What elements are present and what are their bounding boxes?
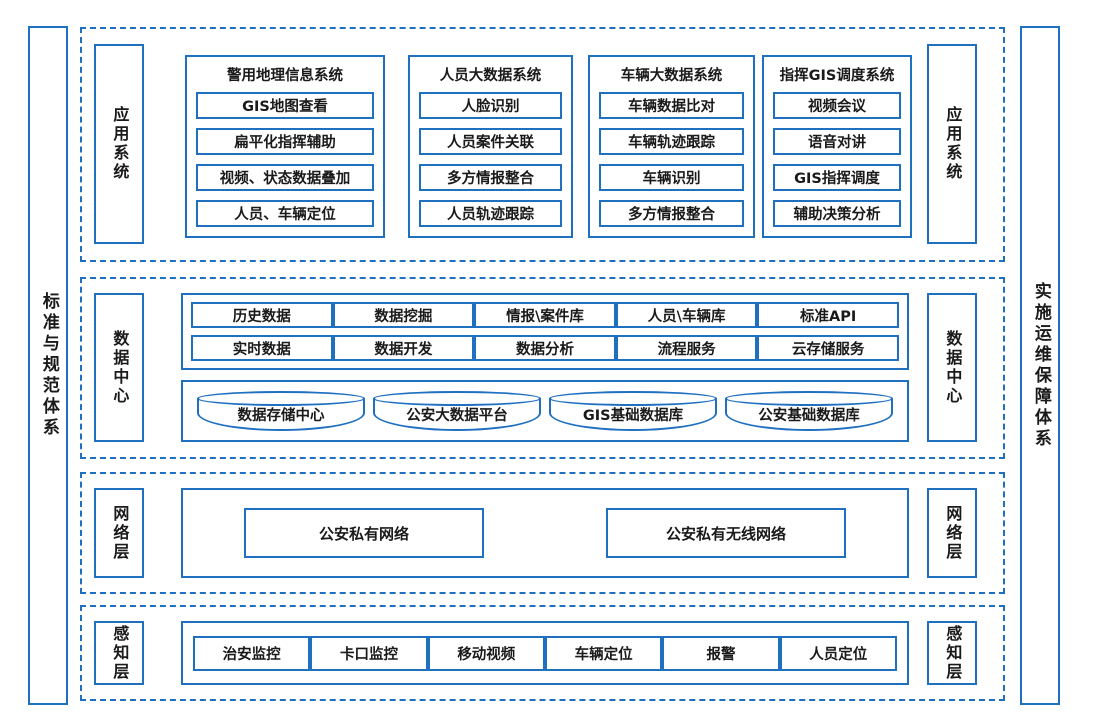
perception-item-checkpoint-monitoring[interactable]: 卡口监控 (310, 635, 428, 671)
perception-layer-right-label-text: 感知层 (943, 624, 963, 682)
left-pillar-standards-system: 标准与规范体系 (28, 26, 68, 705)
data-center-left-label: 数据中心 (94, 293, 144, 442)
app-group-title: 人员大数据系统 (439, 68, 542, 84)
dc-cell-history-data[interactable]: 历史数据 (191, 302, 333, 328)
perception-item-alarm[interactable]: 报警 (662, 635, 780, 671)
app-item-person-case-link[interactable]: 人员案件关联 (419, 128, 562, 155)
data-center-left-label-text: 数据中心 (110, 329, 130, 406)
dc-cell-realtime-data[interactable]: 实时数据 (191, 335, 333, 361)
app-group-police-gis: 警用地理信息系统 GIS地图查看 扁平化指挥辅助 视频、状态数据叠加 人员、车辆… (185, 55, 385, 238)
network-layer-left-label: 网络层 (94, 488, 144, 578)
app-item-gis-command-dispatch[interactable]: GIS指挥调度 (773, 164, 901, 191)
network-layer-right-label: 网络层 (927, 488, 977, 578)
app-item-vehicle-multiparty-intel[interactable]: 多方情报整合 (599, 200, 744, 227)
app-group-title: 警用地理信息系统 (227, 68, 343, 84)
data-center-database-panel: 数据存储中心 公安大数据平台 GIS基础数据库 公安基础数据库 (181, 380, 909, 442)
network-layer-left-label-text: 网络层 (110, 504, 130, 562)
data-center-right-label: 数据中心 (927, 293, 977, 442)
database-label: 公安基础数据库 (758, 408, 860, 424)
database-label: 公安大数据平台 (406, 408, 508, 424)
dc-cell-data-development[interactable]: 数据开发 (332, 335, 475, 361)
data-center-right-label-text: 数据中心 (943, 329, 963, 406)
data-center-services-row-2: 实时数据 数据开发 数据分析 流程服务 云存储服务 (191, 335, 899, 361)
dc-cell-data-mining[interactable]: 数据挖掘 (332, 302, 475, 328)
cylinder-top-ellipse (549, 391, 717, 406)
perception-item-vehicle-positioning[interactable]: 车辆定位 (544, 635, 663, 671)
application-layer-right-label-text: 应用系统 (943, 106, 963, 182)
data-center-services-row-1: 历史数据 数据挖掘 情报\案件库 人员\车辆库 标准API (191, 302, 899, 328)
database-cylinder-police-bigdata-platform[interactable]: 公安大数据平台 (373, 391, 541, 431)
app-item-vehicle-recognition[interactable]: 车辆识别 (599, 164, 744, 191)
dc-cell-intel-case-db[interactable]: 情报\案件库 (474, 302, 616, 328)
app-group-command-gis-dispatch: 指挥GIS调度系统 视频会议 语音对讲 GIS指挥调度 辅助决策分析 (762, 55, 912, 238)
perception-layer-right-label: 感知层 (927, 621, 977, 685)
app-group-title: 指挥GIS调度系统 (779, 68, 895, 84)
app-item-multiparty-intel-integration[interactable]: 多方情报整合 (419, 164, 562, 191)
database-cylinder-data-storage-center[interactable]: 数据存储中心 (197, 391, 365, 431)
dc-cell-process-service[interactable]: 流程服务 (615, 335, 758, 361)
application-layer-left-label: 应用系统 (94, 44, 144, 244)
data-center-layer-container (80, 277, 1005, 459)
network-item-police-private-network[interactable]: 公安私有网络 (244, 508, 484, 558)
perception-layer-panel: 治安监控 卡口监控 移动视频 车辆定位 报警 人员定位 (181, 621, 909, 685)
app-item-decision-support-analysis[interactable]: 辅助决策分析 (773, 200, 901, 227)
application-layer-container (80, 27, 1005, 262)
left-pillar-label: 标准与规范体系 (38, 292, 59, 439)
app-item-video-conference[interactable]: 视频会议 (773, 92, 901, 119)
database-label: 数据存储中心 (237, 408, 325, 424)
perception-item-public-security-monitoring[interactable]: 治安监控 (193, 635, 311, 671)
dc-cell-data-analysis[interactable]: 数据分析 (474, 335, 616, 361)
app-item-vehicle-data-compare[interactable]: 车辆数据比对 (599, 92, 744, 119)
network-item-police-private-wireless-network[interactable]: 公安私有无线网络 (606, 508, 846, 558)
dc-cell-standard-api[interactable]: 标准API (757, 302, 899, 328)
perception-item-person-positioning[interactable]: 人员定位 (779, 635, 897, 671)
dc-cell-cloud-storage-service[interactable]: 云存储服务 (757, 335, 899, 361)
database-cylinder-gis-base-db[interactable]: GIS基础数据库 (549, 391, 717, 431)
app-group-title: 车辆大数据系统 (620, 68, 723, 84)
application-layer-right-label: 应用系统 (927, 44, 977, 244)
app-item-person-track-tracing[interactable]: 人员轨迹跟踪 (419, 200, 562, 227)
app-item-person-vehicle-locate[interactable]: 人员、车辆定位 (196, 200, 374, 227)
app-item-voice-intercom[interactable]: 语音对讲 (773, 128, 901, 155)
app-item-video-status-overlay[interactable]: 视频、状态数据叠加 (196, 164, 374, 191)
right-pillar-label: 实施运维保障体系 (1030, 281, 1051, 450)
app-group-person-bigdata: 人员大数据系统 人脸识别 人员案件关联 多方情报整合 人员轨迹跟踪 (408, 55, 573, 238)
app-item-gis-map-view[interactable]: GIS地图查看 (196, 92, 374, 119)
perception-layer-left-label-text: 感知层 (110, 624, 130, 682)
app-group-vehicle-bigdata: 车辆大数据系统 车辆数据比对 车辆轨迹跟踪 车辆识别 多方情报整合 (588, 55, 755, 238)
right-pillar-ops-support-system: 实施运维保障体系 (1020, 26, 1060, 705)
perception-layer-left-label: 感知层 (94, 621, 144, 685)
network-layer-panel: 公安私有网络 公安私有无线网络 (181, 488, 909, 578)
app-item-face-recognition[interactable]: 人脸识别 (419, 92, 562, 119)
cylinder-top-ellipse (197, 391, 365, 406)
perception-layer-container (80, 605, 1005, 701)
dc-cell-person-vehicle-db[interactable]: 人员\车辆库 (615, 302, 758, 328)
app-item-vehicle-track-tracing[interactable]: 车辆轨迹跟踪 (599, 128, 744, 155)
application-layer-left-label-text: 应用系统 (110, 106, 130, 182)
cylinder-top-ellipse (373, 391, 541, 406)
database-cylinder-police-base-db[interactable]: 公安基础数据库 (725, 391, 893, 431)
perception-item-mobile-video[interactable]: 移动视频 (427, 635, 545, 671)
network-layer-right-label-text: 网络层 (943, 504, 963, 562)
cylinder-top-ellipse (725, 391, 893, 406)
network-layer-container (80, 472, 1005, 594)
database-label: GIS基础数据库 (582, 408, 684, 424)
app-item-flat-command-assist[interactable]: 扁平化指挥辅助 (196, 128, 374, 155)
data-center-services-panel: 历史数据 数据挖掘 情报\案件库 人员\车辆库 标准API 实时数据 数据开发 … (181, 293, 909, 370)
